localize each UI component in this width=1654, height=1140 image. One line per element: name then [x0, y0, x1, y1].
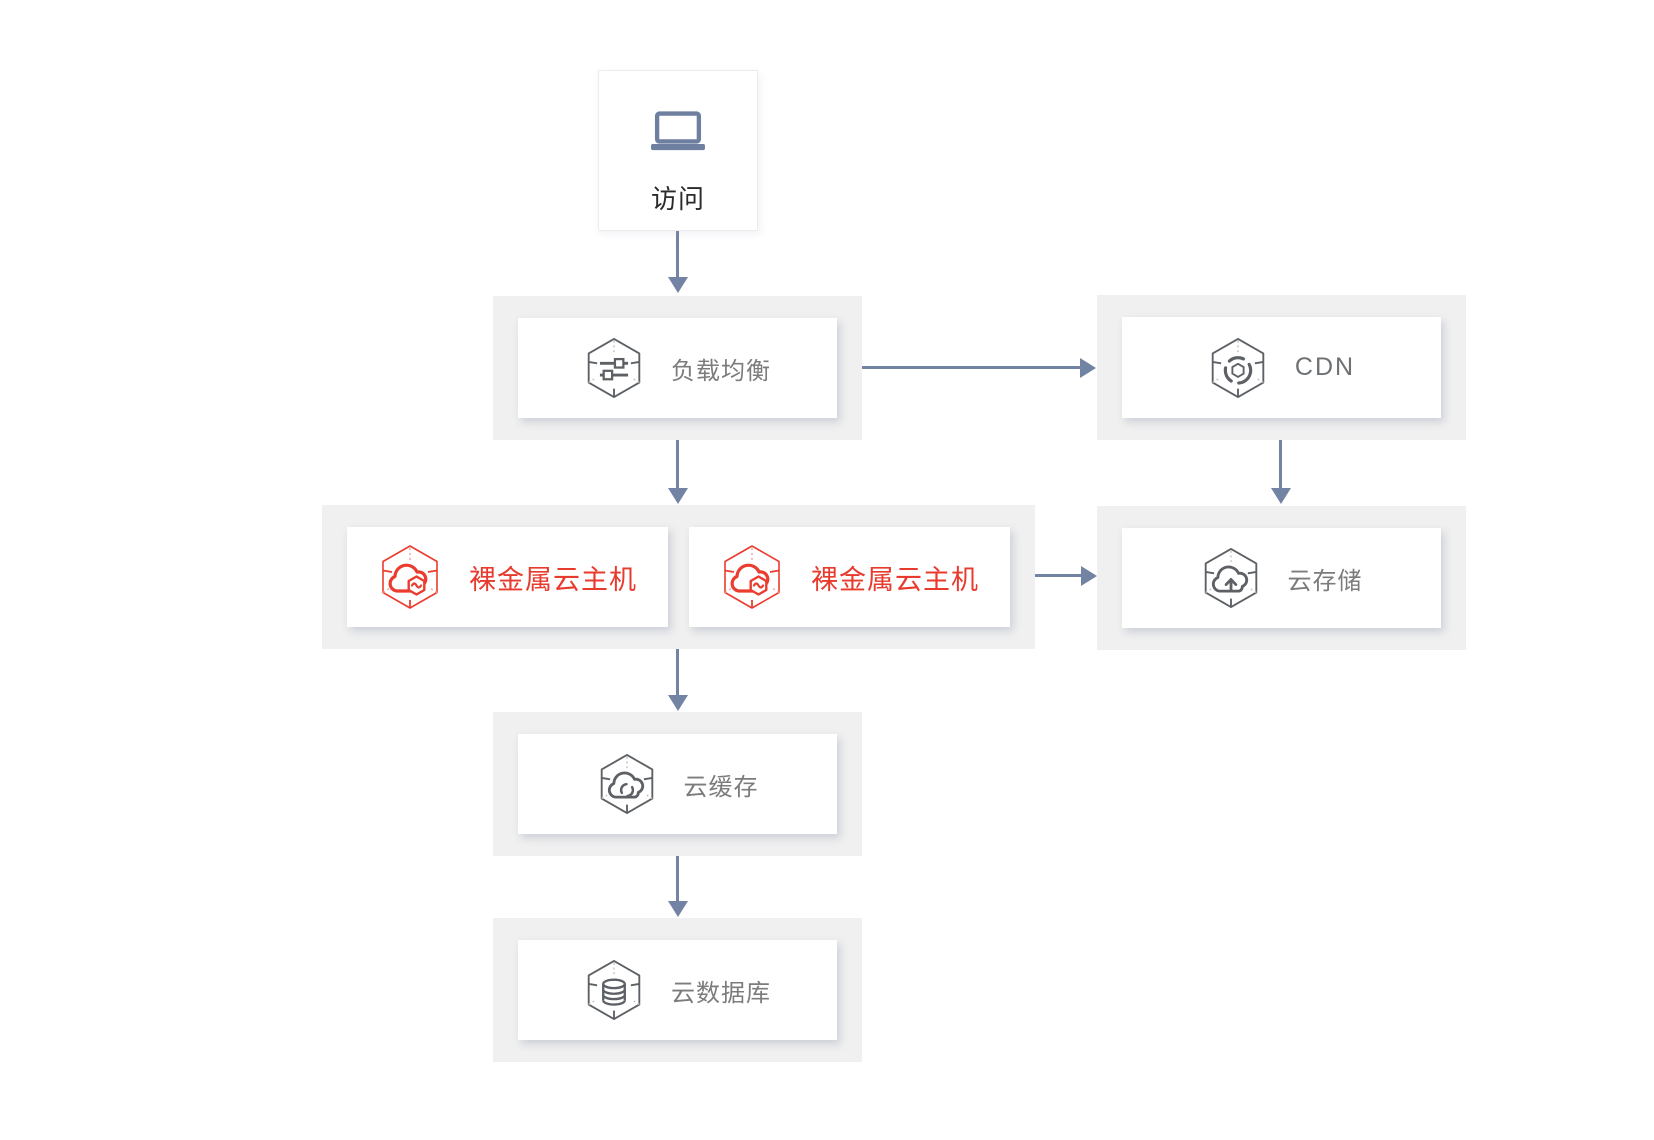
bare-metal-cloud-cube-icon: [720, 543, 784, 611]
arrow-visit-to-load-balancer: [676, 231, 679, 278]
node-load-balancer-panel: 负载均衡: [493, 296, 862, 440]
node-bare-metal-2: 裸金属云主机: [689, 527, 1010, 627]
node-load-balancer-label: 负载均衡: [671, 357, 771, 385]
arrowhead-load-balancer-to-bare-metal: [668, 488, 688, 504]
arrow-bare-metal-to-cloud-cache: [676, 649, 679, 696]
node-cloud-storage-panel: 云存储: [1097, 506, 1466, 650]
arrowhead-cloud-cache-to-cloud-database: [668, 901, 688, 917]
node-bare-metal-2-label: 裸金属云主机: [811, 564, 979, 595]
arrowhead-bare-metal-to-cloud-storage: [1081, 566, 1097, 586]
node-cdn-panel: CDN: [1097, 295, 1466, 440]
node-visit: 访问: [598, 70, 758, 231]
arrowhead-cdn-to-cloud-storage: [1271, 488, 1291, 504]
arrowhead-load-balancer-to-cdn: [1080, 358, 1096, 378]
node-bare-metal-1-label: 裸金属云主机: [469, 564, 637, 595]
arrowhead-bare-metal-to-cloud-cache: [668, 695, 688, 711]
arrow-bare-metal-to-cloud-storage: [1035, 574, 1081, 577]
node-bare-metal-1: 裸金属云主机: [347, 527, 668, 627]
cloud-database-cube-icon: [584, 958, 644, 1022]
node-cloud-cache-label: 云缓存: [683, 773, 759, 801]
node-load-balancer: 负载均衡: [518, 318, 837, 418]
node-cloud-database-panel: 云数据库: [493, 918, 862, 1062]
arrow-cdn-to-cloud-storage: [1279, 440, 1282, 488]
node-cloud-database-label: 云数据库: [671, 979, 771, 1007]
arrowhead-visit-to-load-balancer: [668, 277, 688, 293]
node-visit-label: 访问: [650, 184, 705, 214]
arrow-load-balancer-to-cdn: [862, 366, 1080, 369]
laptop-icon: [650, 95, 706, 167]
node-cloud-database: 云数据库: [518, 940, 837, 1040]
node-cdn: CDN: [1122, 317, 1441, 418]
node-cloud-cache-panel: 云缓存: [493, 712, 862, 856]
node-cloud-storage: 云存储: [1122, 528, 1441, 628]
node-cdn-label: CDN: [1294, 353, 1356, 381]
arrow-load-balancer-to-bare-metal: [676, 440, 679, 488]
node-cloud-cache: 云缓存: [518, 734, 837, 834]
arrow-cloud-cache-to-cloud-database: [676, 856, 679, 902]
node-bare-metal-panel: 裸金属云主机 裸金属云主机: [322, 505, 1035, 649]
node-cloud-storage-label: 云存储: [1287, 567, 1363, 595]
cloud-cache-cube-icon: [597, 752, 657, 816]
cdn-cube-icon: [1208, 336, 1268, 400]
cloud-storage-cube-icon: [1201, 546, 1261, 610]
load-balancer-cube-icon: [584, 336, 644, 400]
bare-metal-cloud-cube-icon: [378, 543, 442, 611]
